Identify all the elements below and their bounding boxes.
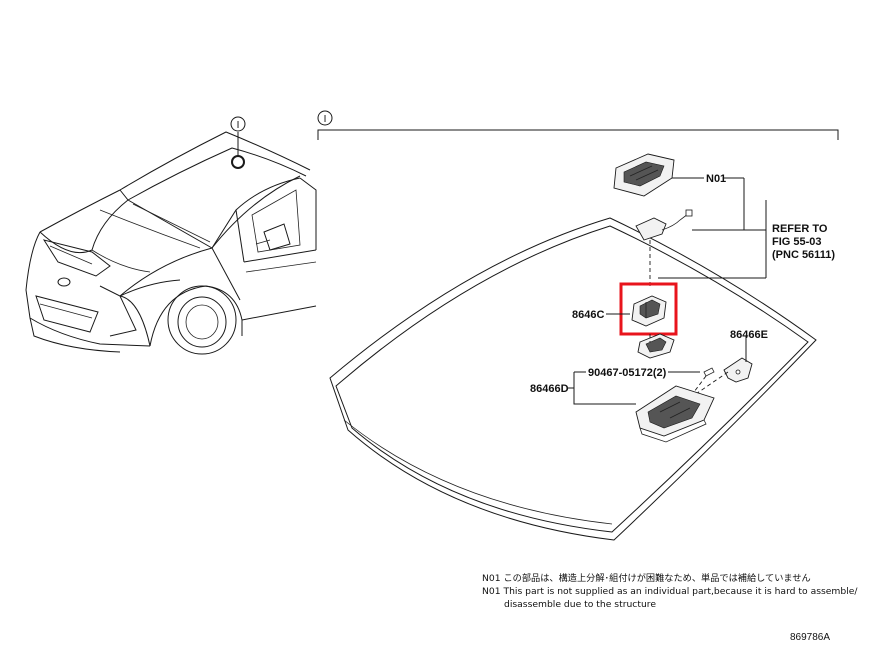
note-line-2: N01 This part is not supplied as an indi… [482, 586, 858, 597]
n01-assembly [613, 153, 767, 279]
notes: N01 この部品は、構造上分解･組付けが困難なため、単品では補給していません N… [482, 572, 858, 610]
refer-line-2: FIG 55-03 [772, 236, 822, 248]
bracket-key-mark-text: I [324, 114, 327, 125]
refer-line-3: (PNC 56111) [772, 249, 835, 261]
car-key-mark: I [230, 116, 246, 132]
detail-bracket: I [317, 110, 839, 140]
windshield-glass [329, 217, 817, 541]
highlight-box [619, 282, 678, 336]
car-illustration [25, 131, 317, 355]
car-key-mark-text: I [237, 120, 240, 131]
note-line-1: N01 この部品は、構造上分解･組付けが困難なため、単品では補給していません [482, 572, 811, 584]
label-8646c: 8646C [572, 309, 604, 321]
part-bolt [668, 367, 715, 393]
refer-line-1: REFER TO [772, 223, 828, 235]
part-86466e [723, 336, 753, 383]
label-bolt: 90467-05172(2) [588, 367, 667, 379]
note-line-3: disassemble due to the structure [504, 599, 656, 610]
part-86466d [635, 385, 715, 443]
part-clip [637, 333, 675, 359]
windshield-location-marker [231, 155, 245, 169]
part-8646c[interactable] [619, 282, 678, 336]
figure-code: 869786A [790, 632, 830, 643]
label-86466d: 86466D [530, 383, 569, 395]
label-86466e: 86466E [730, 329, 768, 341]
label-n01: N01 [706, 173, 726, 185]
